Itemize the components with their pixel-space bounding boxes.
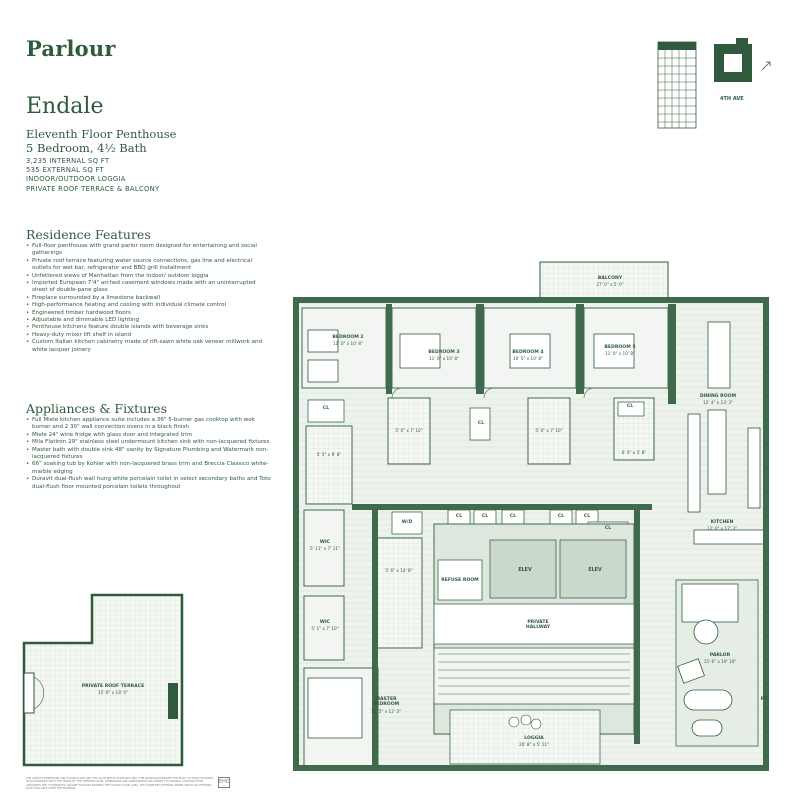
room-label-elev2: ELEV (588, 568, 602, 573)
room-label-bedroom4: BEDROOM 4 (512, 350, 544, 355)
unit-floor: Eleventh Floor Penthouse (26, 127, 177, 141)
roof-terrace-plan (22, 593, 184, 767)
spec-internal: 3,235 INTERNAL SQ FT (26, 157, 110, 165)
list-item: Full Miele kitchen appliance suite inclu… (26, 417, 272, 432)
room-label-terrace: PRIVATE ROOF TERRACE (81, 684, 145, 689)
room-dims-bedroom4: 10' 5" x 10' 8" (513, 356, 543, 361)
room-label-cl7: CL (557, 514, 565, 519)
room-label-cl5: CL (481, 514, 489, 519)
room-label-bedroom2: BEDROOM 2 (332, 335, 364, 340)
list-item: Unfettered views of Manhattan from the i… (26, 273, 272, 281)
equal-housing-icon: EHO (218, 777, 230, 788)
room-dims-bedroom3: 11' 0" x 10' 8" (429, 356, 459, 361)
unit-name: Endale (26, 94, 104, 119)
room-label-kitchen: KITCHEN (710, 520, 734, 525)
room-dims-bath4: 5' 5" x 9' 8" (316, 452, 342, 457)
list-item: Master bath with double sink 48" vanity … (26, 447, 272, 462)
room-label-bedroom5: BEDROOM 5 (604, 345, 636, 350)
list-item: Adjustable and dimmable LED lighting (26, 317, 272, 325)
spec-external: 535 EXTERNAL SQ FT (26, 166, 104, 175)
list-item: Custom Italian kitchen cabinetry made of… (26, 339, 272, 354)
list-item: High-performance heating and cooling wit… (26, 302, 272, 310)
building-elevation-icon (657, 41, 697, 129)
room-label-parlor: PARLOR (709, 653, 731, 658)
room-dims-bath3: 6' 0" x 5' 8" (621, 450, 647, 455)
spec-terrace: PRIVATE ROOF TERRACE & BALCONY (26, 184, 160, 193)
list-item: Imported European 7'4" arched casement w… (26, 280, 272, 295)
floor-plan (293, 261, 769, 771)
room-label-cl3: CL (626, 404, 634, 409)
room-dims-master: 15' 5" x 12' 3" (371, 709, 401, 714)
appliances-list: Full Miele kitchen appliance suite inclu… (26, 417, 272, 491)
room-label-elev1: ELEV (518, 568, 532, 573)
key-plan-icon (714, 38, 771, 82)
list-item: Mila Flatiron 29" stainless steel underm… (26, 439, 272, 447)
room-label-dining: DINING ROOM (699, 394, 737, 399)
legal-disclaimer: THE ARTIST'S RENDERING AND FLOOR PLANS A… (26, 777, 214, 790)
appliances-title: Appliances & Fixtures (26, 401, 167, 416)
room-label-balcony: BALCONY (597, 276, 623, 281)
room-dims-parlor: 15' 6" x 19' 10" (703, 659, 737, 664)
room-label-cl2: CL (477, 421, 485, 426)
room-label-refuse: REFUSE ROOM (441, 578, 479, 583)
room-dims-bath5: 5' 6" x 14' 8" (385, 568, 413, 573)
list-item: Fireplace surrounded by a limestone back… (26, 295, 272, 303)
residence-features-title: Residence Features (26, 227, 151, 242)
list-item: Private roof terrace featuring water sou… (26, 258, 272, 273)
room-label-loggia: LOGGIA (524, 736, 544, 741)
room-label-wic1: WIC (319, 540, 331, 545)
brand-logo: Parlour (26, 36, 116, 61)
room-label-wd: W/D (401, 520, 413, 525)
room-label-cl6: CL (509, 514, 517, 519)
room-dims-loggia: 20' 8" x 5' 11" (519, 742, 549, 747)
room-dims-bath2: 5' 0" x 7' 10" (535, 428, 563, 433)
unit-specs: 3,235 INTERNAL SQ FT 535 EXTERNAL SQ FT … (26, 157, 160, 194)
list-item: Engineered timber hardwood floors (26, 310, 272, 318)
room-label-wic2: WIC (319, 620, 331, 625)
room-label-cl1: CL (322, 406, 330, 411)
room-dims-bath1: 5' 0" x 7' 10" (395, 428, 423, 433)
room-dims-kitchen: 12' 0" x 17' 3" (707, 526, 737, 531)
spec-loggia: INDOOR/OUTDOOR LOGGIA (26, 175, 126, 184)
list-item: Heavy-duty mixer lift shelf in island (26, 332, 272, 340)
unit-subtitle: Eleventh Floor Penthouse 5 Bedroom, 4½ B… (26, 127, 176, 155)
list-item: 66" soaking tub by Kohler with non-lacqu… (26, 461, 272, 476)
room-dims-terrace: 15' 6" x 18' 0" (98, 690, 128, 695)
room-label-cl8: CL (583, 514, 591, 519)
unit-layout: 5 Bedroom, 4½ Bath (26, 141, 147, 155)
list-item: Penthouse kitchens feature double island… (26, 324, 272, 332)
room-dims-bedroom5: 11' 0" x 10' 8" (605, 351, 635, 356)
room-label-cl9: CL (604, 526, 612, 531)
residence-features-list: Full-floor penthouse with grand parlor r… (26, 243, 272, 354)
room-dims-balcony: 27' 0" x 5' 0" (596, 282, 624, 287)
room-dims-bedroom2: 11' 0" x 10' 8" (333, 341, 363, 346)
room-dims-wic1: 5' 11" x 7' 11" (310, 546, 340, 551)
list-item: Miele 24" wine fridge with glass door an… (26, 432, 272, 440)
north-label: N (748, 58, 753, 64)
street-label: 4TH AVE (720, 96, 744, 102)
list-item: Full-floor penthouse with grand parlor r… (26, 243, 272, 258)
list-item: Duravit dual-flush wall hung white porce… (26, 476, 272, 491)
room-dims-dining: 12' 4" x 13' 3" (703, 400, 733, 405)
room-label-cl4: CL (455, 514, 463, 519)
room-label-bedroom3: BEDROOM 3 (428, 350, 460, 355)
room-label-pp: PP (760, 697, 768, 702)
room-label-hallway: PRIVATE HALLWAY (525, 620, 551, 631)
room-dims-wic2: 5' 1" x 7' 10" (311, 626, 339, 631)
room-label-master: MASTER BEDROOM (372, 697, 400, 708)
